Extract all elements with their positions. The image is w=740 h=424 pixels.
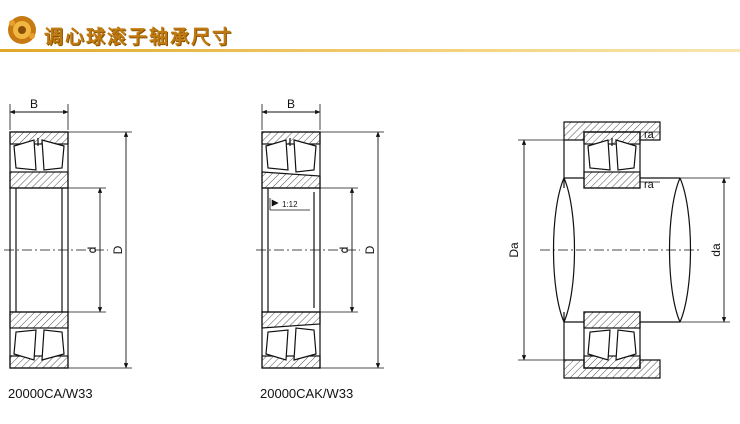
fig1-width-label: B bbox=[30, 97, 38, 111]
fig1-caption: 20000CA/W33 bbox=[8, 386, 93, 401]
fig2-caption: 20000CAK/W33 bbox=[260, 386, 354, 401]
fig2-taper-label: 1:12 bbox=[282, 200, 298, 209]
fig2-width-label: B bbox=[287, 97, 295, 111]
figure-20000ca bbox=[4, 104, 132, 369]
page-title: 调心球滚子轴承尺寸 bbox=[44, 26, 234, 48]
fig3-fillet-label-bottom: ra bbox=[644, 179, 655, 191]
fig1-bore-label: d bbox=[85, 247, 99, 254]
figure-20000cak bbox=[256, 104, 384, 369]
fig3-shaft-dia-label: da bbox=[709, 243, 723, 257]
fig3-fillet-label-top: ra bbox=[644, 129, 655, 141]
fig2-outer-label: D bbox=[363, 245, 377, 254]
figure-mounting bbox=[518, 121, 730, 379]
header-divider bbox=[0, 49, 740, 52]
bearing-logo-icon bbox=[8, 16, 36, 44]
fig3-housing-dia-label: Da bbox=[507, 242, 521, 258]
page-header: 调心球滚子轴承尺寸 bbox=[0, 0, 740, 58]
fig1-outer-label: D bbox=[111, 245, 125, 254]
fig2-bore-label: d bbox=[337, 247, 351, 254]
